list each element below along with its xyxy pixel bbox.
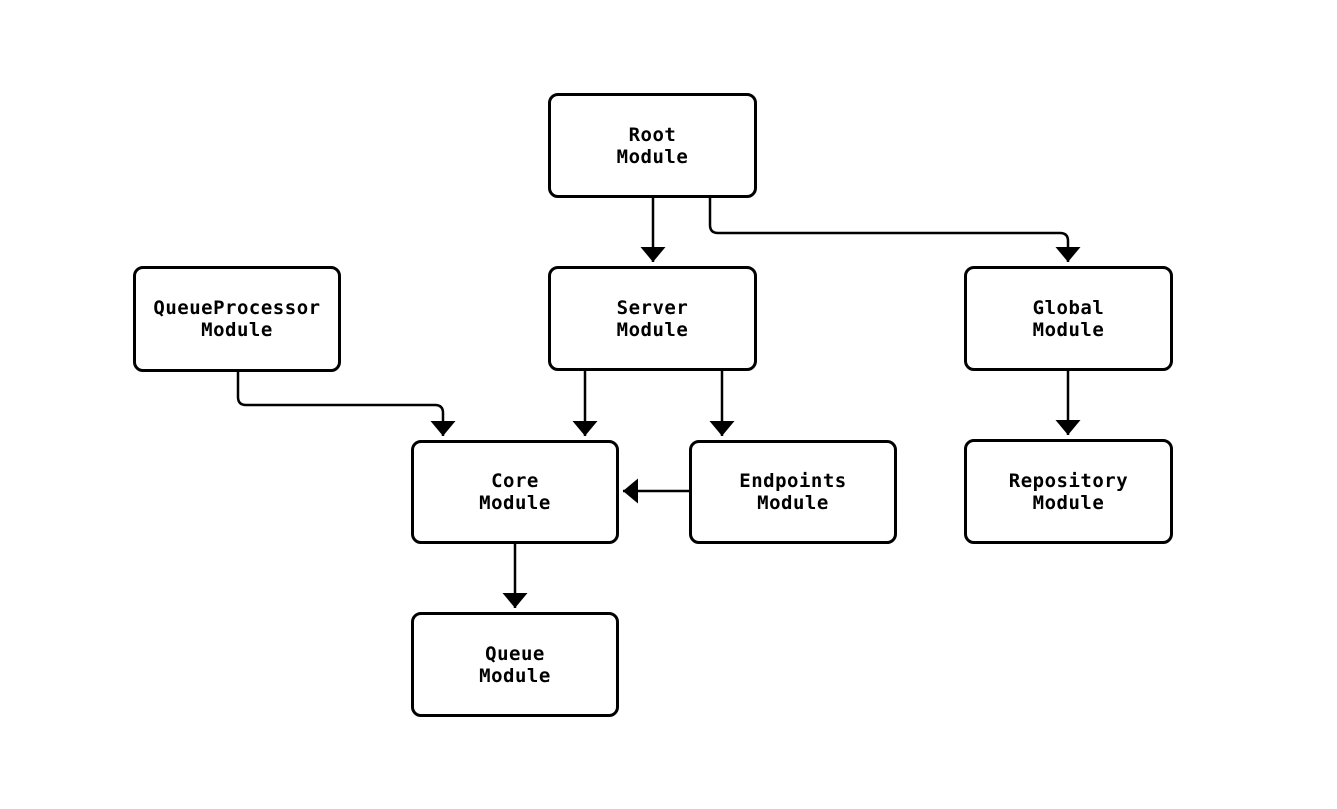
node-root-module: Root Module	[548, 93, 757, 198]
node-queue-module: Queue Module	[411, 612, 619, 717]
node-endpoints-module: Endpoints Module	[689, 440, 897, 544]
edge-root-to-global	[708, 198, 1081, 262]
node-server-module: Server Module	[548, 266, 757, 371]
node-queueprocessor-module: QueueProcessor Module	[133, 266, 341, 372]
edge-queueprocessor-to-core	[236, 372, 456, 436]
node-repository-module: Repository Module	[964, 439, 1173, 544]
node-global-module: Global Module	[964, 266, 1173, 371]
node-core-module: Core Module	[411, 440, 619, 544]
